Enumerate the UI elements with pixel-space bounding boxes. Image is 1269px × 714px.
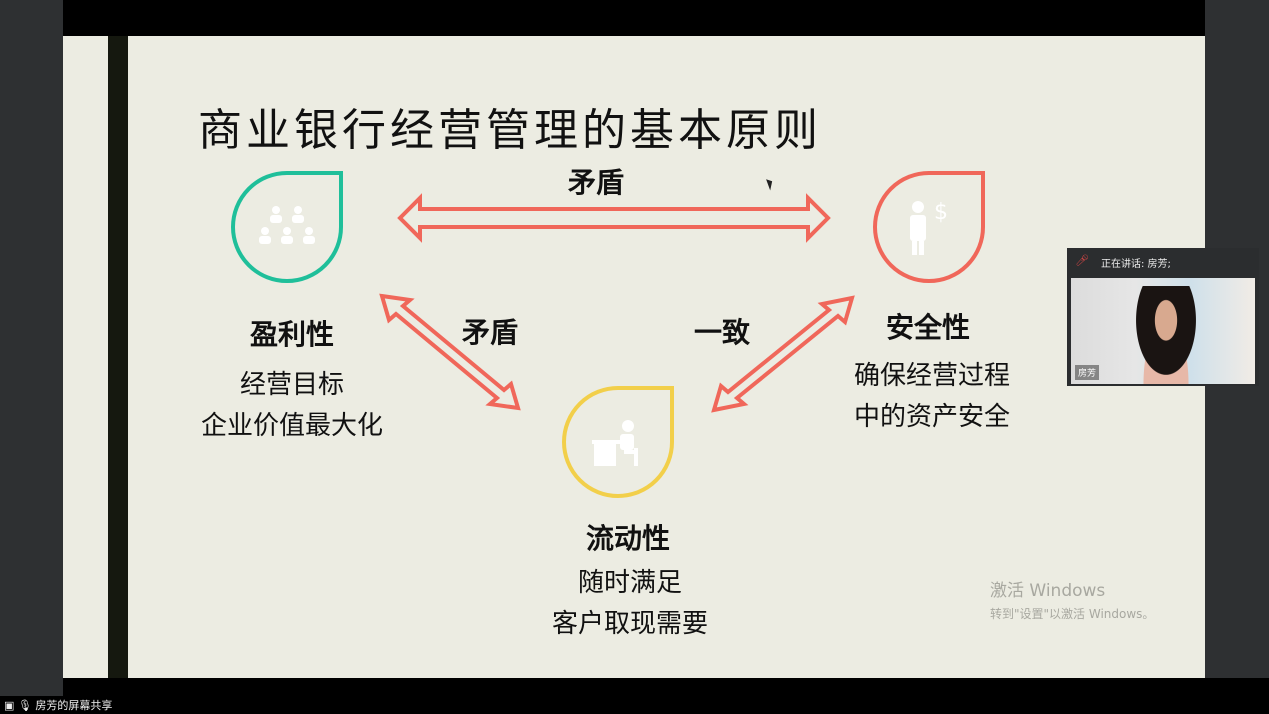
screen-share-icon: ▣ <box>4 699 15 712</box>
svg-text:$: $ <box>934 200 948 225</box>
double-arrow-safety-liquidity <box>711 295 855 413</box>
description-line: 客户取现需要 <box>551 609 708 639</box>
participant-name: 房芳 <box>1075 365 1100 380</box>
liquidity-label: 流动性 <box>585 522 670 555</box>
description-line: 中的资产安全 <box>853 402 1010 432</box>
relation-label-profit-liquidity: 矛盾 <box>462 316 519 349</box>
speaking-indicator: 正在讲话: 房芳; <box>1101 259 1171 270</box>
description-line: 随时满足 <box>577 568 682 598</box>
screen-share-label: ▣ 🎙︎ 房芳的屏幕共享 <box>4 697 112 713</box>
businessman-dollar-icon: $ <box>910 200 948 255</box>
safety-icon-drop: $ <box>873 171 985 283</box>
participant-video[interactable]: 房芳 <box>1071 278 1255 384</box>
muted-mic-icon[interactable]: 🎤︎ <box>1075 254 1089 267</box>
presentation-slide: 商业银行经营管理的基本原则 <box>63 36 1205 678</box>
double-arrow-profit-liquidity <box>379 293 521 411</box>
slide-accent-bar <box>108 36 128 678</box>
profitability-label: 盈利性 <box>249 318 334 351</box>
relation-label-profit-safety: 矛盾 <box>568 166 625 199</box>
share-owner-text: 房芳的屏幕共享 <box>35 699 113 712</box>
safety-label: 安全性 <box>885 311 970 344</box>
mic-icon: 🎙︎ <box>17 699 32 712</box>
description-line: 企业价值最大化 <box>200 411 383 441</box>
bottom-bar <box>0 678 1269 714</box>
windows-activation-watermark: 激活 Windows 转到"设置"以激活 Windows。 <box>990 576 1154 622</box>
double-arrow-profit-safety <box>397 193 831 243</box>
watermark-title: 激活 Windows <box>990 581 1106 601</box>
top-bar <box>63 0 1205 36</box>
profitability-icon-drop <box>231 171 343 283</box>
video-panel[interactable]: 🎤︎ 正在讲话: 房芳; 房芳 <box>1067 248 1259 386</box>
liquidity-icon-drop <box>562 386 674 498</box>
person-desk-icon <box>592 420 638 466</box>
description-line: 确保经营过程 <box>853 361 1010 391</box>
slide-title: 商业银行经营管理的基本原则 <box>198 105 822 156</box>
participant-figure <box>1131 286 1201 384</box>
relation-label-safety-liquidity: 一致 <box>694 316 751 349</box>
liquidity-description: 随时满足 客户取现需要 <box>510 563 750 645</box>
profitability-description: 经营目标 企业价值最大化 <box>172 365 412 447</box>
bottom-left-strip <box>0 678 63 696</box>
people-group-icon <box>259 206 315 244</box>
description-line: 经营目标 <box>239 370 344 400</box>
safety-description: 确保经营过程 中的资产安全 <box>812 356 1052 438</box>
watermark-subtitle: 转到"设置"以激活 Windows。 <box>990 607 1155 621</box>
